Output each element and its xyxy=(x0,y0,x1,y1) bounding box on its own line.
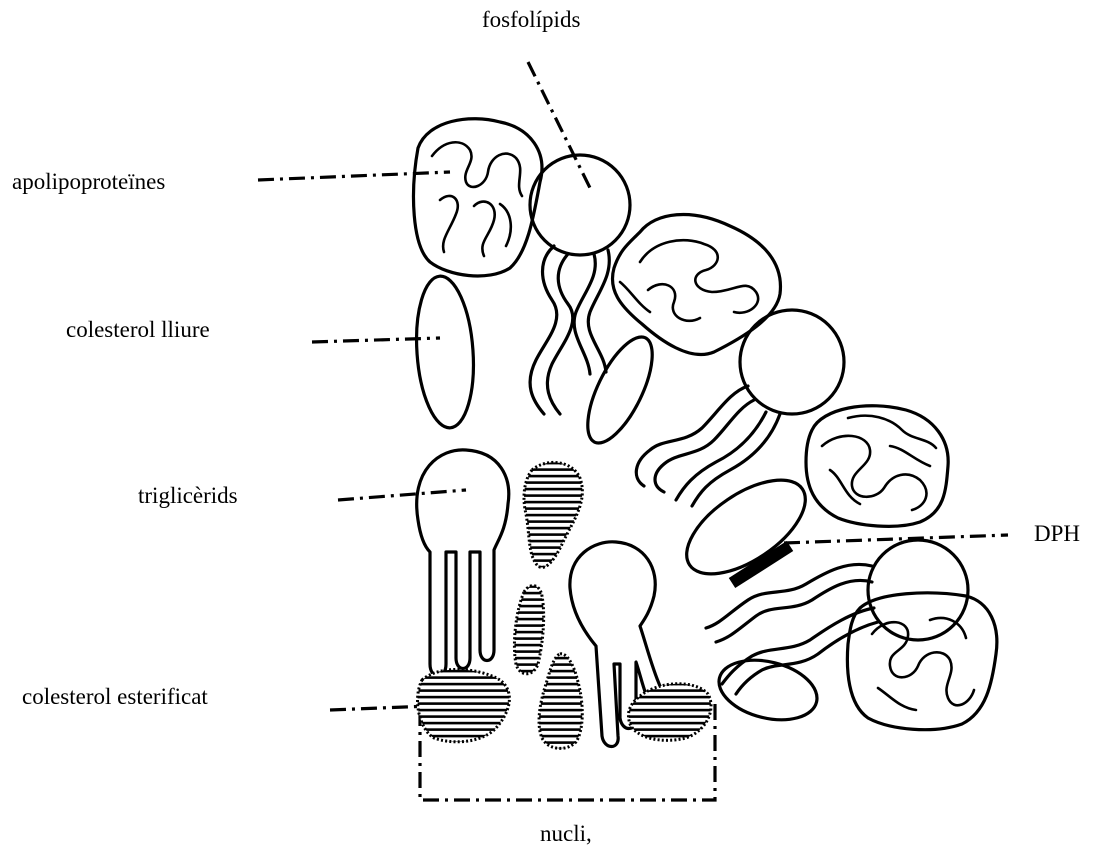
esterified-cholesterol-group xyxy=(418,462,712,748)
free-cholesterol-group xyxy=(412,274,824,729)
dph-probe xyxy=(732,546,790,583)
leader-esterified-cholesterol xyxy=(330,706,430,710)
label-esterified-cholesterol: colesterol esterificat xyxy=(22,685,208,708)
apolipoprotein-right xyxy=(806,406,948,527)
leader-phospholipids xyxy=(528,62,592,192)
leader-dph xyxy=(784,535,1008,543)
label-phospholipids: fosfolípids xyxy=(482,8,580,31)
leader-free-cholesterol xyxy=(312,338,440,342)
label-apolipoproteins: apolipoproteïnes xyxy=(12,170,165,193)
apolipoprotein-top-left xyxy=(414,119,542,276)
leader-apolipoproteins xyxy=(258,172,450,180)
label-free-cholesterol: colesterol lliure xyxy=(66,318,210,341)
phospholipid-top xyxy=(530,155,630,414)
apolipoprotein-bottom-right xyxy=(847,593,996,730)
phospholipid-lower-right xyxy=(706,540,968,694)
leader-lines xyxy=(258,62,1008,800)
apolipoprotein-upper-middle xyxy=(612,215,780,355)
leader-triglycerides xyxy=(338,490,466,500)
label-triglycerides: triglicèrids xyxy=(138,484,238,507)
label-core: nucli, xyxy=(540,822,592,845)
triglyceride-left xyxy=(417,450,509,676)
label-dph: DPH xyxy=(1034,522,1080,545)
